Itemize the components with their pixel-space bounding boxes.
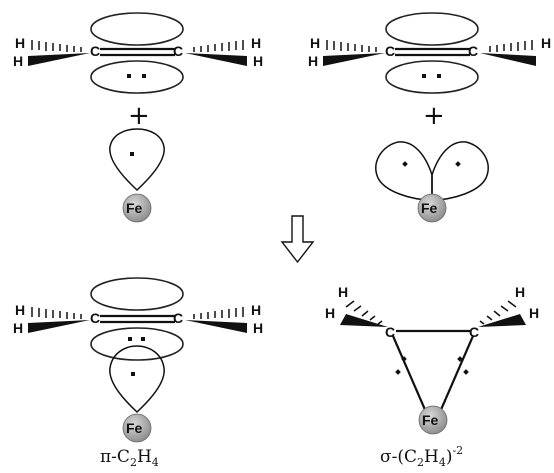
electron-dot (130, 152, 134, 156)
fe-label: Fe (126, 420, 143, 436)
hydrogen-label: H (310, 35, 320, 51)
hydrogen-label: H (253, 53, 263, 69)
hydrogen-label: H (15, 35, 25, 51)
electron-dot (457, 356, 463, 362)
electron-dot (127, 74, 131, 78)
carbon-label: C (173, 310, 183, 326)
electron-dot (463, 369, 469, 375)
wedge-bond (185, 53, 247, 66)
carbon-label: C (90, 43, 100, 59)
electron-dot (142, 74, 146, 78)
carbon-label: C (90, 310, 100, 326)
carbon-label: C (173, 43, 183, 59)
fe-d-orbital-lobe (109, 345, 165, 414)
pi-orbital-upper-lobe (90, 12, 184, 46)
hash-bond (326, 40, 533, 52)
plus-sign: + (128, 101, 150, 131)
pi-orbital-lower-lobe (90, 327, 184, 361)
hash-bond (31, 40, 244, 52)
electron-dot (402, 161, 408, 167)
plus-sign: + (423, 101, 445, 131)
hydrogen-label: H (13, 320, 23, 336)
hydrogen-label: H (253, 320, 263, 336)
electron-dot (437, 74, 441, 78)
hydrogen-label: H (15, 302, 25, 318)
electron-dot (455, 161, 461, 167)
pi-orbital-upper-lobe (90, 277, 184, 311)
panel-bottom-left: C C H H H H Fe π-C2H4 (13, 277, 263, 469)
caption-sigma-complex: σ-(C2H4)-2 (380, 444, 463, 469)
fe-label: Fe (126, 200, 143, 216)
hydrogen-label: H (338, 284, 348, 300)
wedge-bond (480, 53, 536, 66)
electron-dot (395, 369, 401, 375)
hydrogen-label: H (515, 284, 525, 300)
hydrogen-label: H (325, 305, 335, 321)
hydrogen-label: H (251, 302, 261, 318)
electron-dot (422, 74, 426, 78)
panel-top-right: C C H H H + Fe (308, 12, 551, 223)
hydrogen-label: H (541, 35, 551, 51)
fe-label: Fe (421, 200, 438, 216)
wedge-bond (340, 314, 388, 327)
wedge-bond (185, 320, 247, 333)
carbon-label: C (385, 324, 395, 340)
electron-dot (141, 337, 145, 341)
pi-orbital-upper-lobe (385, 12, 479, 46)
electron-dot (128, 337, 132, 341)
fe-c-bond-right (438, 335, 475, 413)
panel-top-left: C C H H H H + Fe (13, 12, 263, 223)
carbon-label: C (469, 324, 479, 340)
down-arrow (280, 215, 315, 264)
wedge-bond (28, 53, 90, 66)
electron-dot (131, 372, 135, 376)
wedge-bond (28, 320, 90, 333)
panel-bottom-right: C C H H H H Fe σ-(C2H4)-2 (325, 284, 539, 469)
fe-atom (122, 413, 152, 443)
hydrogen-label: H (529, 305, 539, 321)
hydrogen-label: H (308, 53, 318, 69)
fe-d-orbital-lobe-left (375, 141, 433, 201)
carbon-label: C (468, 43, 478, 59)
wedge-bond (323, 53, 385, 66)
fe-label: Fe (422, 412, 439, 428)
fe-atom (417, 193, 447, 223)
hydrogen-label: H (251, 35, 261, 51)
hash-bond (31, 307, 244, 319)
pi-orbital-lower-lobe (385, 60, 479, 94)
hash-bond (345, 300, 517, 325)
hydrogen-label: H (13, 53, 23, 69)
electron-dot (401, 356, 407, 362)
pi-orbital-lower-lobe (90, 60, 184, 94)
wedge-bond (478, 314, 526, 327)
caption-pi-complex: π-C2H4 (100, 447, 159, 469)
fe-d-orbital-lobe (109, 128, 165, 192)
fe-c-bond-left (391, 335, 428, 413)
fe-atom (418, 405, 448, 435)
carbon-label: C (385, 43, 395, 59)
fe-atom (122, 193, 152, 223)
fe-d-orbital-lobe-right (431, 141, 489, 201)
